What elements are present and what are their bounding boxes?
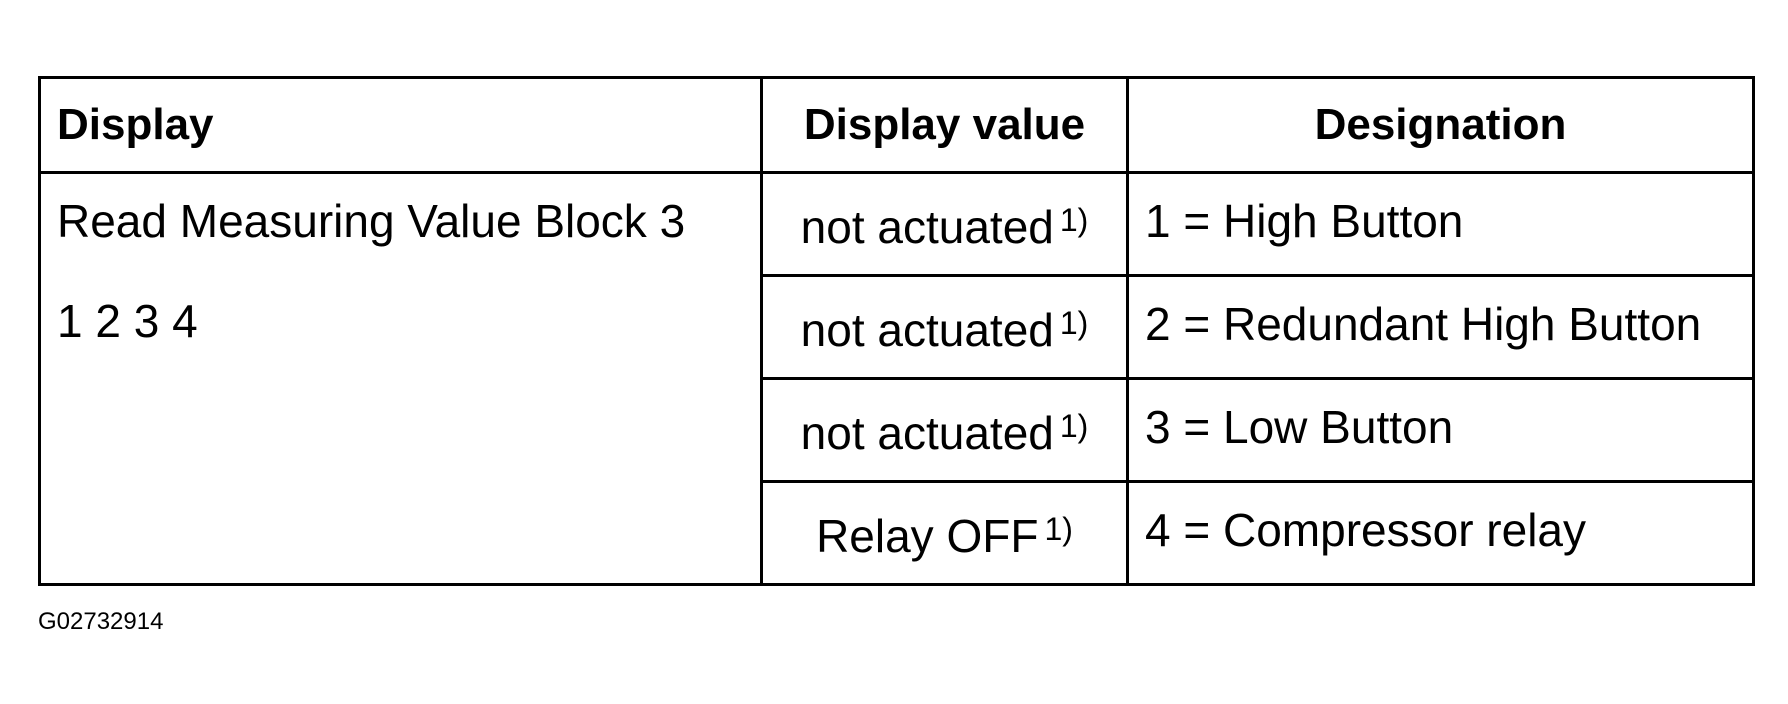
- footnote-marker: 1): [1059, 202, 1089, 238]
- footnote-marker: 1): [1059, 408, 1089, 444]
- designation-cell: 2 = Redundant High Button: [1126, 274, 1755, 380]
- table-header-row: Display Display value Designation: [38, 76, 1755, 174]
- display-value-text: not actuated: [800, 201, 1054, 253]
- designation-cell: 3 = Low Button: [1126, 377, 1755, 483]
- designation-cell: 4 = Compressor relay: [1126, 480, 1755, 586]
- footnote-marker: 1): [1044, 511, 1073, 547]
- display-cell: Read Measuring Value Block 3 1 2 3 4: [38, 171, 763, 586]
- measuring-value-table: Display Display value Designation Read M…: [38, 76, 1755, 586]
- display-value-text: not actuated: [800, 407, 1054, 459]
- designation-cell: 1 = High Button: [1126, 171, 1755, 277]
- header-display-value: Display value: [760, 76, 1129, 174]
- header-designation: Designation: [1126, 76, 1755, 174]
- display-value-text: not actuated: [800, 304, 1054, 356]
- table-row: Read Measuring Value Block 3 1 2 3 4 not…: [38, 171, 1755, 586]
- figure-id: G02732914: [38, 608, 164, 635]
- footnote-marker: 1): [1059, 305, 1089, 341]
- display-field-numbers: 1 2 3 4: [57, 295, 198, 347]
- header-display: Display: [38, 76, 763, 174]
- display-value-text: Relay OFF: [816, 510, 1039, 562]
- display-block-label: Read Measuring Value Block 3: [57, 195, 686, 247]
- measuring-value-table-wrap: Display Display value Designation Read M…: [38, 76, 1755, 586]
